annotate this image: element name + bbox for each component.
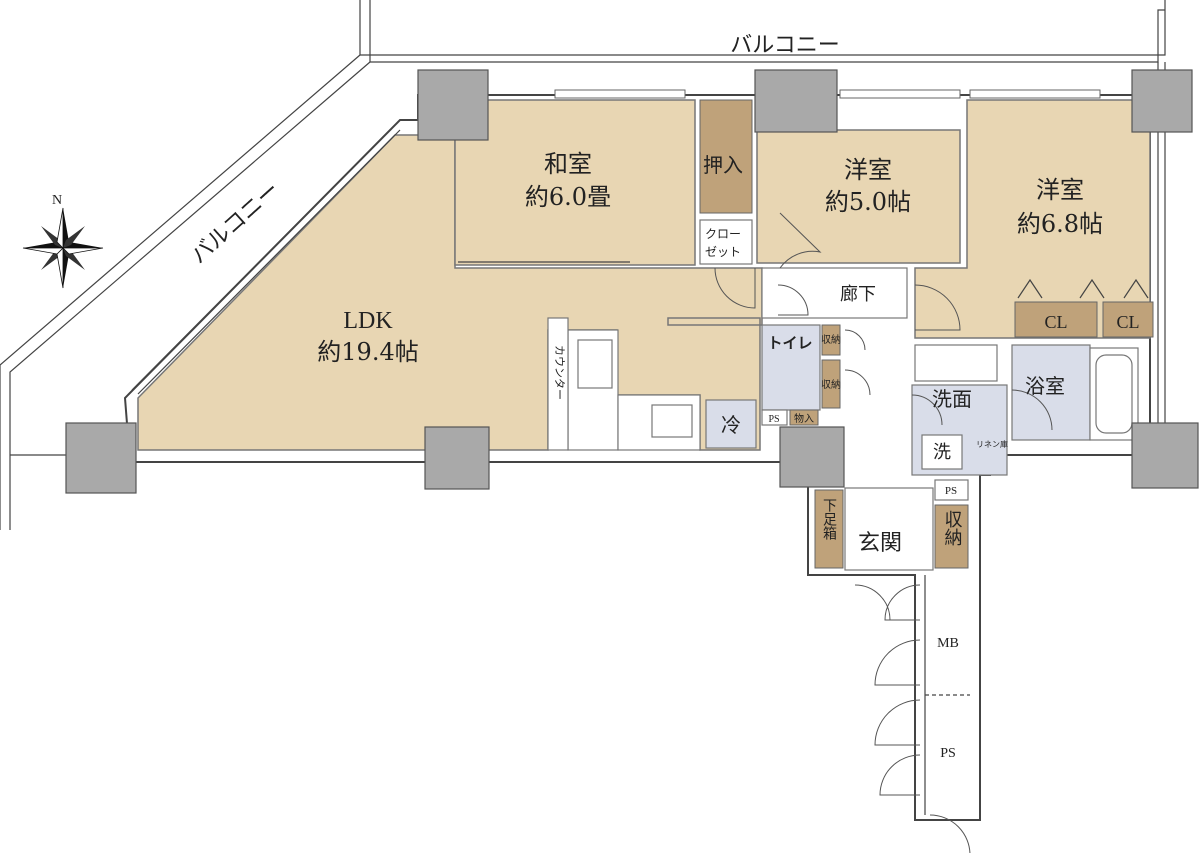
closet-label-1: クロー [705, 227, 741, 241]
balcony-top-label: バルコニー [730, 33, 840, 58]
shuno-small-1 [821, 324, 841, 356]
toilet-floor [761, 324, 821, 411]
shuno-small-2-label: 収納 [821, 378, 841, 391]
shuno-small-1-label: 収納 [821, 333, 841, 346]
genkan-floor [844, 487, 934, 571]
rooms [137, 99, 1154, 815]
ps-entry-label: PS [945, 485, 957, 497]
compass-icon [22, 207, 104, 289]
ps-outside-label: PS [940, 746, 956, 761]
shuno-small-2 [821, 359, 841, 409]
cl-box-1 [1014, 301, 1098, 338]
fridge-label: 冷 [721, 413, 741, 437]
doors [714, 212, 1053, 853]
yokushitsu-label: 浴室 [1025, 374, 1065, 398]
cl-label-2: CL [1116, 312, 1139, 332]
genkan-label: 玄関 [858, 531, 902, 556]
washitsu-name: 和室 [544, 150, 592, 178]
monoire-label: 物入 [794, 412, 814, 425]
getabako-label: 下足箱 [821, 498, 837, 540]
yoshitsu1-floor [756, 129, 961, 264]
ldk-name: LDK [343, 308, 393, 334]
fridge [705, 399, 757, 449]
washer-label: 洗 [933, 442, 951, 463]
yoshitsu2-size: 約6.8帖 [1017, 210, 1103, 238]
washitsu-floor [454, 99, 696, 266]
getabako [814, 489, 844, 569]
shuno-entry-label: 収納 [942, 510, 963, 546]
senmen-label: 洗面 [932, 387, 972, 411]
toilet-label: トイレ [767, 334, 812, 352]
oshiire-label: 押入 [703, 153, 743, 177]
closet [699, 219, 753, 265]
closet-label-2: ゼット [705, 245, 741, 259]
ldk-size: 約19.4帖 [317, 338, 418, 366]
windows [131, 89, 1101, 395]
corridor-label: 廊下 [840, 284, 876, 305]
linen-label: リネン庫 [976, 439, 1008, 449]
washitsu-size: 約6.0畳 [525, 183, 611, 211]
oshiire [699, 99, 753, 214]
pillars [65, 69, 1199, 494]
shuno-entry [934, 504, 969, 569]
yoshitsu2-name: 洋室 [1036, 176, 1084, 204]
mb-label: MB [937, 636, 959, 651]
cl-box-2 [1102, 301, 1154, 338]
closet-markers [1017, 278, 1149, 299]
compass-north-label: N [52, 193, 62, 208]
counter-label: カウンター [553, 345, 566, 400]
ps-toilet-label: PS [768, 414, 779, 425]
yoshitsu1-size: 約5.0帖 [825, 188, 911, 216]
corridor-floor [761, 267, 908, 319]
yoshitsu1-name: 洋室 [844, 156, 892, 184]
cl-label-1: CL [1044, 312, 1067, 332]
